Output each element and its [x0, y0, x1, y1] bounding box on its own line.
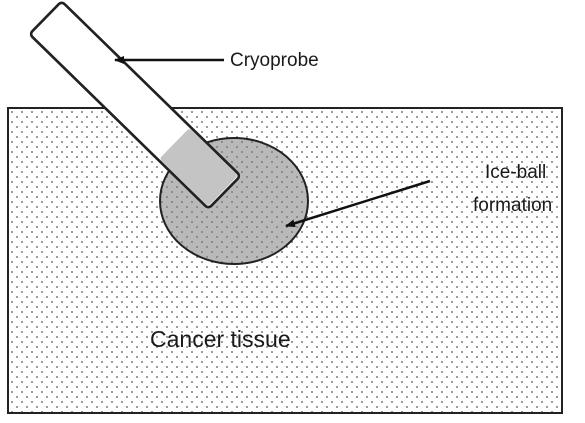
- cancer-tissue-label: Cancer tissue: [150, 326, 291, 352]
- ice-ball-label-line2: formation: [473, 195, 552, 216]
- cryoprobe-label: Cryoprobe: [230, 50, 319, 71]
- cancer-tissue-region: [8, 108, 562, 413]
- ice-ball-label-line1: Ice-ball: [485, 162, 546, 183]
